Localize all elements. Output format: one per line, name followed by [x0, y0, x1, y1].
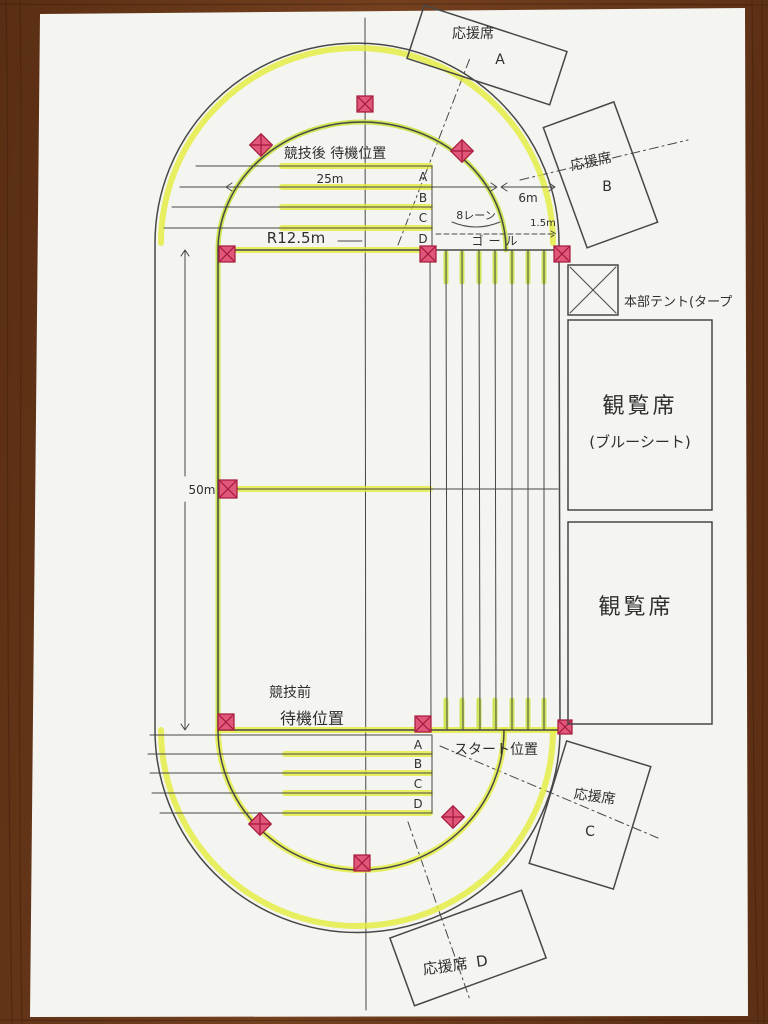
waiting-after-lane-a: A	[419, 170, 428, 184]
lane-spacing-label: 1.5m	[530, 218, 556, 229]
cheer-seat-letter: D	[475, 952, 489, 971]
guide-lines	[397, 57, 689, 1001]
viewing-seats-1: 観覧席 (ブルーシート)	[567, 319, 713, 511]
waiting-before-label-1: 競技前	[269, 684, 311, 701]
lane-line	[494, 249, 497, 731]
length-arrow	[180, 249, 190, 731]
guide-dashed-line	[407, 821, 471, 1001]
marker-icon	[353, 854, 371, 872]
lane-line	[461, 249, 464, 731]
marker-icon	[440, 804, 466, 830]
track-markers	[217, 95, 573, 872]
marker-icon	[419, 245, 437, 263]
viewing-seats-label: 観覧席	[602, 394, 677, 419]
marker-icon	[414, 715, 432, 733]
cheer-seat-a: 応援席 A	[406, 4, 568, 106]
lane-count-label: 8レーン	[456, 209, 495, 222]
viewing-seats-box	[567, 319, 713, 511]
straight-width-label: 25m	[317, 172, 344, 186]
start-label: スタート位置	[454, 742, 538, 758]
waiting-before-label-2: 待機位置	[280, 709, 344, 728]
marker-icon	[356, 95, 374, 113]
tent-box	[567, 264, 619, 316]
marker-icon	[217, 713, 235, 731]
marker-icon	[557, 719, 573, 735]
marker-icon	[553, 245, 571, 263]
width-arrow	[225, 182, 498, 192]
waiting-after-lane-b: B	[419, 191, 427, 205]
waiting-before-lane-d: D	[413, 797, 422, 811]
goal-label: ゴール	[471, 233, 522, 248]
cheer-seat-c: 応援席 C	[528, 739, 652, 891]
cheer-seat-letter: B	[602, 179, 612, 195]
waiting-before-lane-a: A	[414, 738, 423, 752]
dimension-marks	[180, 182, 557, 731]
lane-line	[429, 249, 432, 731]
lane-lines	[429, 249, 545, 731]
waiting-before-area	[147, 734, 433, 814]
waiting-before-lane-b: B	[414, 757, 422, 771]
cheer-seat-letter: C	[585, 824, 595, 840]
marker-icon	[218, 245, 236, 263]
marker-icon	[449, 138, 475, 164]
viewing-seats-2: 観覧席	[567, 521, 713, 725]
lane-end-highlight	[443, 697, 547, 730]
guide-dashed-line	[439, 745, 659, 839]
tent-cross-icon	[569, 266, 617, 314]
waiting-after-label: 競技後 待機位置	[284, 146, 386, 162]
inner-track-top-arc	[217, 121, 507, 251]
cheer-seat-box	[388, 889, 548, 1007]
viewing-seats-note: (ブルーシート)	[589, 433, 690, 451]
guide-dashed-line	[397, 57, 471, 246]
viewing-seats-label: 観覧席	[598, 595, 673, 620]
waiting-before-lane-c: C	[414, 777, 422, 791]
center-line	[364, 17, 367, 1011]
outer-bottom-highlight	[158, 727, 556, 929]
marker-icon	[218, 479, 238, 499]
straight-length-label: 50m	[189, 483, 216, 497]
tent-label: 本部テント(タープ	[624, 295, 732, 310]
radius-label: R12.5m	[267, 229, 325, 247]
cheer-seat-letter: A	[495, 52, 505, 68]
cheer-seat-box	[528, 739, 652, 891]
cheer-seat-box	[406, 4, 568, 106]
cheer-seat-label: 応援席	[573, 786, 617, 808]
waiting-after-lane-d: D	[418, 232, 427, 246]
lane-line	[478, 249, 481, 731]
lane-line	[445, 249, 448, 731]
outer-top-highlight	[158, 45, 556, 246]
cheer-seat-box	[542, 100, 659, 249]
waiting-after-lane-c: C	[419, 211, 427, 225]
hq-tent: 本部テント(タープ	[567, 264, 732, 316]
marker-icon	[247, 811, 273, 837]
viewing-seats-box	[567, 521, 713, 725]
lane-count-bracket	[451, 221, 501, 228]
lane-width-label: 6m	[518, 191, 537, 205]
cheer-seat-label: 応援席	[452, 26, 494, 42]
lane-width-arrow	[500, 182, 556, 192]
marker-icon	[248, 132, 274, 158]
track-labels: 競技後 待機位置 25m 6m 8レーン 1.5m R12.5m ゴール A B…	[189, 146, 556, 811]
goal-dashed-line	[435, 230, 557, 238]
